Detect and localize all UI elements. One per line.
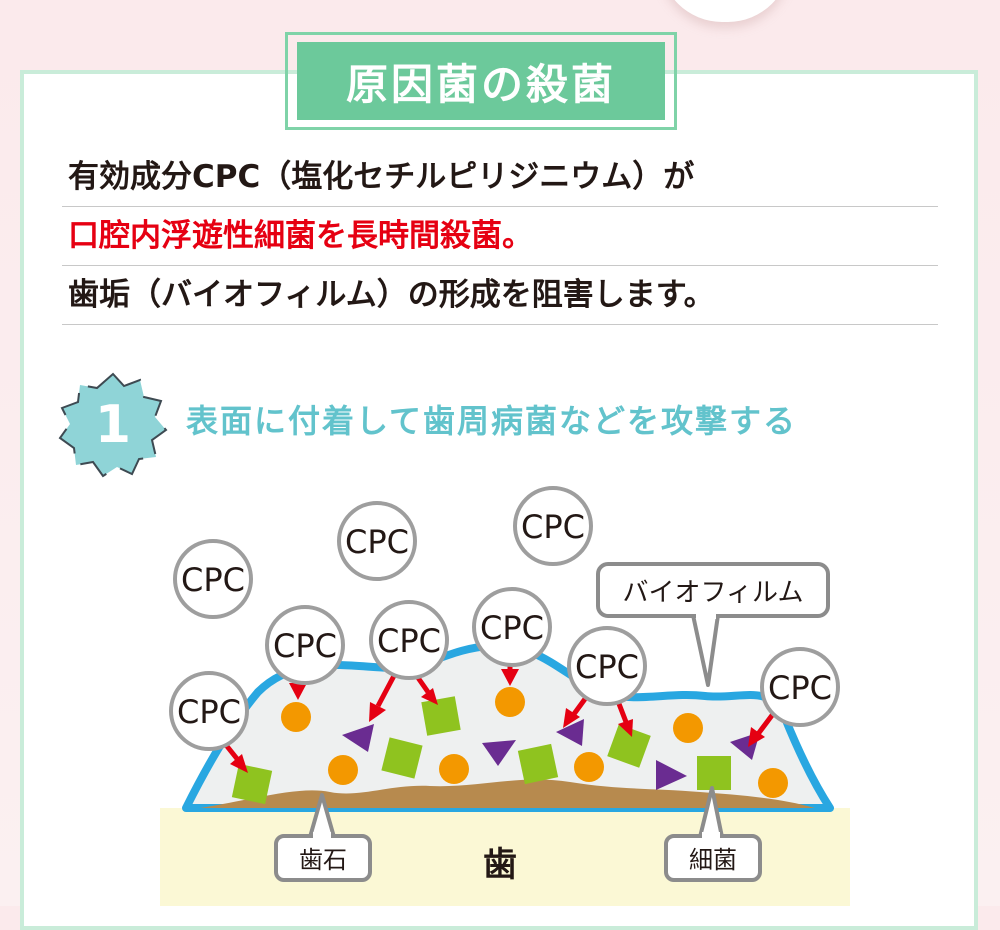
title-box: 原因菌の殺菌: [297, 42, 665, 120]
tartar-label: 歯石: [299, 846, 347, 874]
decorative-cup: [660, 0, 790, 22]
cpc-bubbles: CPC CPC CPC CPC CPC CPC CPC CPC: [169, 486, 840, 751]
bacteria-callout: 細菌: [664, 786, 762, 882]
orange-bacterium: [574, 752, 604, 782]
bacteria-orange: [281, 687, 788, 798]
cpc-bubble-circle: [369, 600, 449, 680]
biofilm-callout: バイオフィルム: [596, 562, 830, 687]
orange-bacterium: [439, 754, 469, 784]
tooth-label: 歯: [483, 845, 517, 885]
cpc-bubble: CPC: [337, 501, 417, 581]
cpc-bubble-circle: [169, 671, 249, 751]
green-bacterium: [231, 763, 273, 805]
orange-bacterium: [495, 687, 525, 717]
callout-pointer: [308, 793, 336, 838]
cpc-bubble-circle: [760, 647, 840, 727]
cpc-bubble: CPC: [760, 647, 840, 727]
orange-bacterium: [758, 768, 788, 798]
section-title: 原因菌の殺菌: [285, 32, 677, 130]
cpc-bubble: CPC: [265, 605, 345, 685]
cpc-label: CPC: [575, 648, 639, 686]
title-frame: [285, 32, 677, 130]
description-line-1: 有効成分CPC（塩化セチルピリジニウム）が: [62, 148, 938, 207]
cpc-bubble: CPC: [169, 671, 249, 751]
cpc-bubble: CPC: [513, 486, 593, 566]
arrow-shaft: [375, 670, 399, 708]
cpc-label: CPC: [521, 508, 585, 546]
arrow-head: [501, 669, 519, 686]
purple-bacterium: [482, 740, 516, 766]
purple-bacterium: [556, 719, 584, 746]
orange-bacterium: [281, 702, 311, 732]
cpc-label: CPC: [377, 622, 441, 660]
green-bacterium: [697, 756, 731, 790]
biofilm-label: バイオフィルム: [623, 578, 804, 608]
orange-bacterium: [673, 713, 703, 743]
cpc-label: CPC: [273, 627, 337, 665]
bacteria-label: 細菌: [689, 846, 737, 874]
description-line-3: 歯垢（バイオフィルム）の形成を阻害します。: [62, 266, 938, 325]
arrow-head: [563, 708, 580, 728]
callout-gap: [696, 610, 716, 619]
tartar-callout: 歯石: [274, 793, 372, 882]
badge-burst-shape: [58, 372, 168, 478]
callout-pointer: [691, 614, 720, 687]
arrow-head: [289, 683, 307, 700]
green-bacterium: [517, 743, 559, 785]
biofilm-diagram: バイオフィルム 歯石 歯 細菌 CPC CPC CPC CPC: [160, 486, 850, 906]
green-bacterium: [381, 737, 423, 779]
cpc-bubble-circle: [567, 626, 647, 706]
cpc-bubble: CPC: [472, 587, 552, 667]
green-bacterium: [607, 724, 651, 768]
cpc-label: CPC: [345, 523, 409, 561]
arrow-head: [421, 688, 438, 705]
cpc-label: CPC: [480, 609, 544, 647]
cpc-bubble-circle: [513, 486, 593, 566]
cpc-bubble: CPC: [567, 626, 647, 706]
purple-bacterium: [656, 760, 687, 790]
step-number-badge: 1: [58, 372, 168, 478]
green-bacterium: [421, 696, 461, 736]
callout-gap: [702, 832, 720, 840]
bacteria-purple: [342, 719, 760, 790]
cpc-bubble-circle: [173, 539, 253, 619]
arrow-head: [618, 719, 633, 737]
purple-bacterium: [342, 724, 374, 752]
tartar-layer: [200, 779, 815, 808]
cpc-label: CPC: [181, 561, 245, 599]
callout-pointer: [698, 786, 724, 838]
description: 有効成分CPC（塩化セチルピリジニウム）が 口腔内浮遊性細菌を長時間殺菌。 歯垢…: [62, 148, 938, 325]
arrow-head: [748, 727, 765, 747]
cpc-bubble: CPC: [369, 600, 449, 680]
arrow-head: [369, 702, 386, 722]
bacteria-green: [231, 696, 731, 805]
step-text: 表面に付着して歯周病菌などを攻撃する: [186, 402, 798, 440]
cpc-bubble: CPC: [173, 539, 253, 619]
orange-bacterium: [328, 755, 358, 785]
cpc-bubble-circle: [472, 587, 552, 667]
cpc-label: CPC: [768, 669, 832, 707]
description-line-2: 口腔内浮遊性細菌を長時間殺菌。: [62, 207, 938, 266]
step-heading: 1 表面に付着して歯周病菌などを攻撃する: [58, 368, 878, 478]
cpc-bubble-circle: [265, 605, 345, 685]
step-number: 1: [95, 395, 131, 455]
cpc-label: CPC: [177, 693, 241, 731]
arrow-head: [230, 754, 248, 773]
title-text: 原因菌の殺菌: [345, 59, 616, 109]
callout-gap: [313, 832, 331, 840]
cpc-bubble-circle: [337, 501, 417, 581]
